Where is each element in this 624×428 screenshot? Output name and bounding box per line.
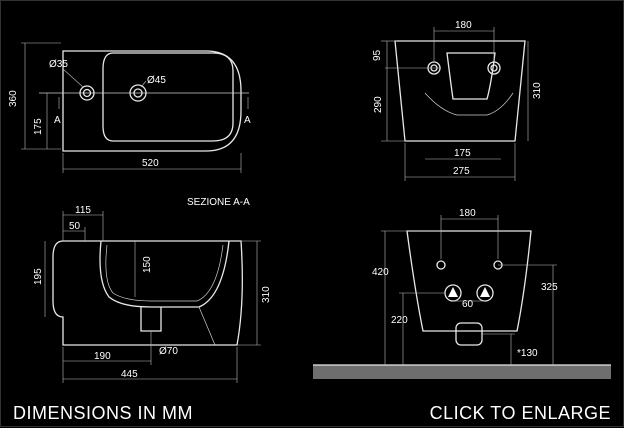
top-view: Ø35 Ø45 360 175 A A 520 — [8, 42, 251, 173]
supply-arrow-right — [480, 287, 490, 297]
section-outer-outline — [52, 240, 243, 346]
floor-slab — [313, 365, 611, 379]
label-d70: Ø70 — [159, 346, 178, 357]
label-220: 220 — [391, 315, 408, 326]
supply-arrow-left — [448, 287, 458, 297]
section-drain — [140, 307, 162, 332]
label-290: 290 — [373, 96, 384, 113]
leader-d45 — [140, 80, 147, 88]
click-to-enlarge-link[interactable]: CLICK TO ENLARGE — [429, 403, 611, 423]
top-view-basin — [102, 52, 234, 142]
label-325: 325 — [541, 282, 558, 293]
label-360: 360 — [8, 90, 19, 107]
section-bowl — [99, 240, 230, 308]
label-190: 190 — [94, 351, 111, 362]
fixing-hole-right — [487, 61, 501, 75]
label-115: 115 — [75, 205, 91, 216]
top-view-outline — [62, 50, 242, 152]
label-420: 420 — [372, 267, 389, 278]
rear-view-inlet — [446, 52, 496, 100]
label-520: 520 — [142, 158, 159, 169]
rear-view: 180 95 290 310 175 275 — [372, 20, 543, 181]
bolt-left — [436, 260, 446, 270]
tap-hole-small — [79, 85, 95, 101]
install-outline — [406, 230, 532, 332]
dimensions-caption: DIMENSIONS IN MM — [13, 403, 194, 423]
label-60: 60 — [462, 299, 474, 310]
label-d45: Ø45 — [147, 75, 166, 86]
label-175: 175 — [33, 118, 44, 135]
section-title: SEZIONE A-A — [187, 197, 250, 208]
tap-hole-small-inner — [82, 88, 92, 98]
label-d35: Ø35 — [49, 59, 68, 70]
label-180-rear: 180 — [455, 20, 472, 31]
rear-view-curve — [424, 92, 514, 116]
leader-d35 — [62, 68, 84, 88]
label-275: 275 — [453, 166, 470, 177]
label-130: *130 — [517, 348, 538, 359]
label-310-rear: 310 — [532, 82, 543, 99]
label-95: 95 — [372, 49, 383, 61]
label-175-rear: 175 — [454, 148, 471, 159]
label-150: 150 — [142, 256, 153, 273]
drain-hole-inner — [133, 88, 143, 98]
section-rear-wall — [198, 306, 216, 346]
fixing-hole-right-inner — [490, 64, 498, 72]
label-310-section: 310 — [261, 286, 272, 303]
rear-view-outline — [394, 40, 526, 142]
section-view: SEZIONE A-A 115 50 195 150 310 Ø70 190 4… — [33, 197, 272, 383]
label-section-a-right: A — [244, 115, 251, 126]
section-bowl-inner — [105, 244, 224, 302]
label-445: 445 — [121, 369, 138, 380]
waste-outlet — [455, 322, 483, 346]
drain-hole — [129, 84, 147, 102]
label-195: 195 — [33, 268, 44, 285]
label-section-a-left: A — [54, 115, 61, 126]
label-180-install: 180 — [459, 208, 476, 219]
install-view: 180 420 325 220 60 *130 — [313, 208, 611, 379]
label-50: 50 — [69, 221, 81, 232]
